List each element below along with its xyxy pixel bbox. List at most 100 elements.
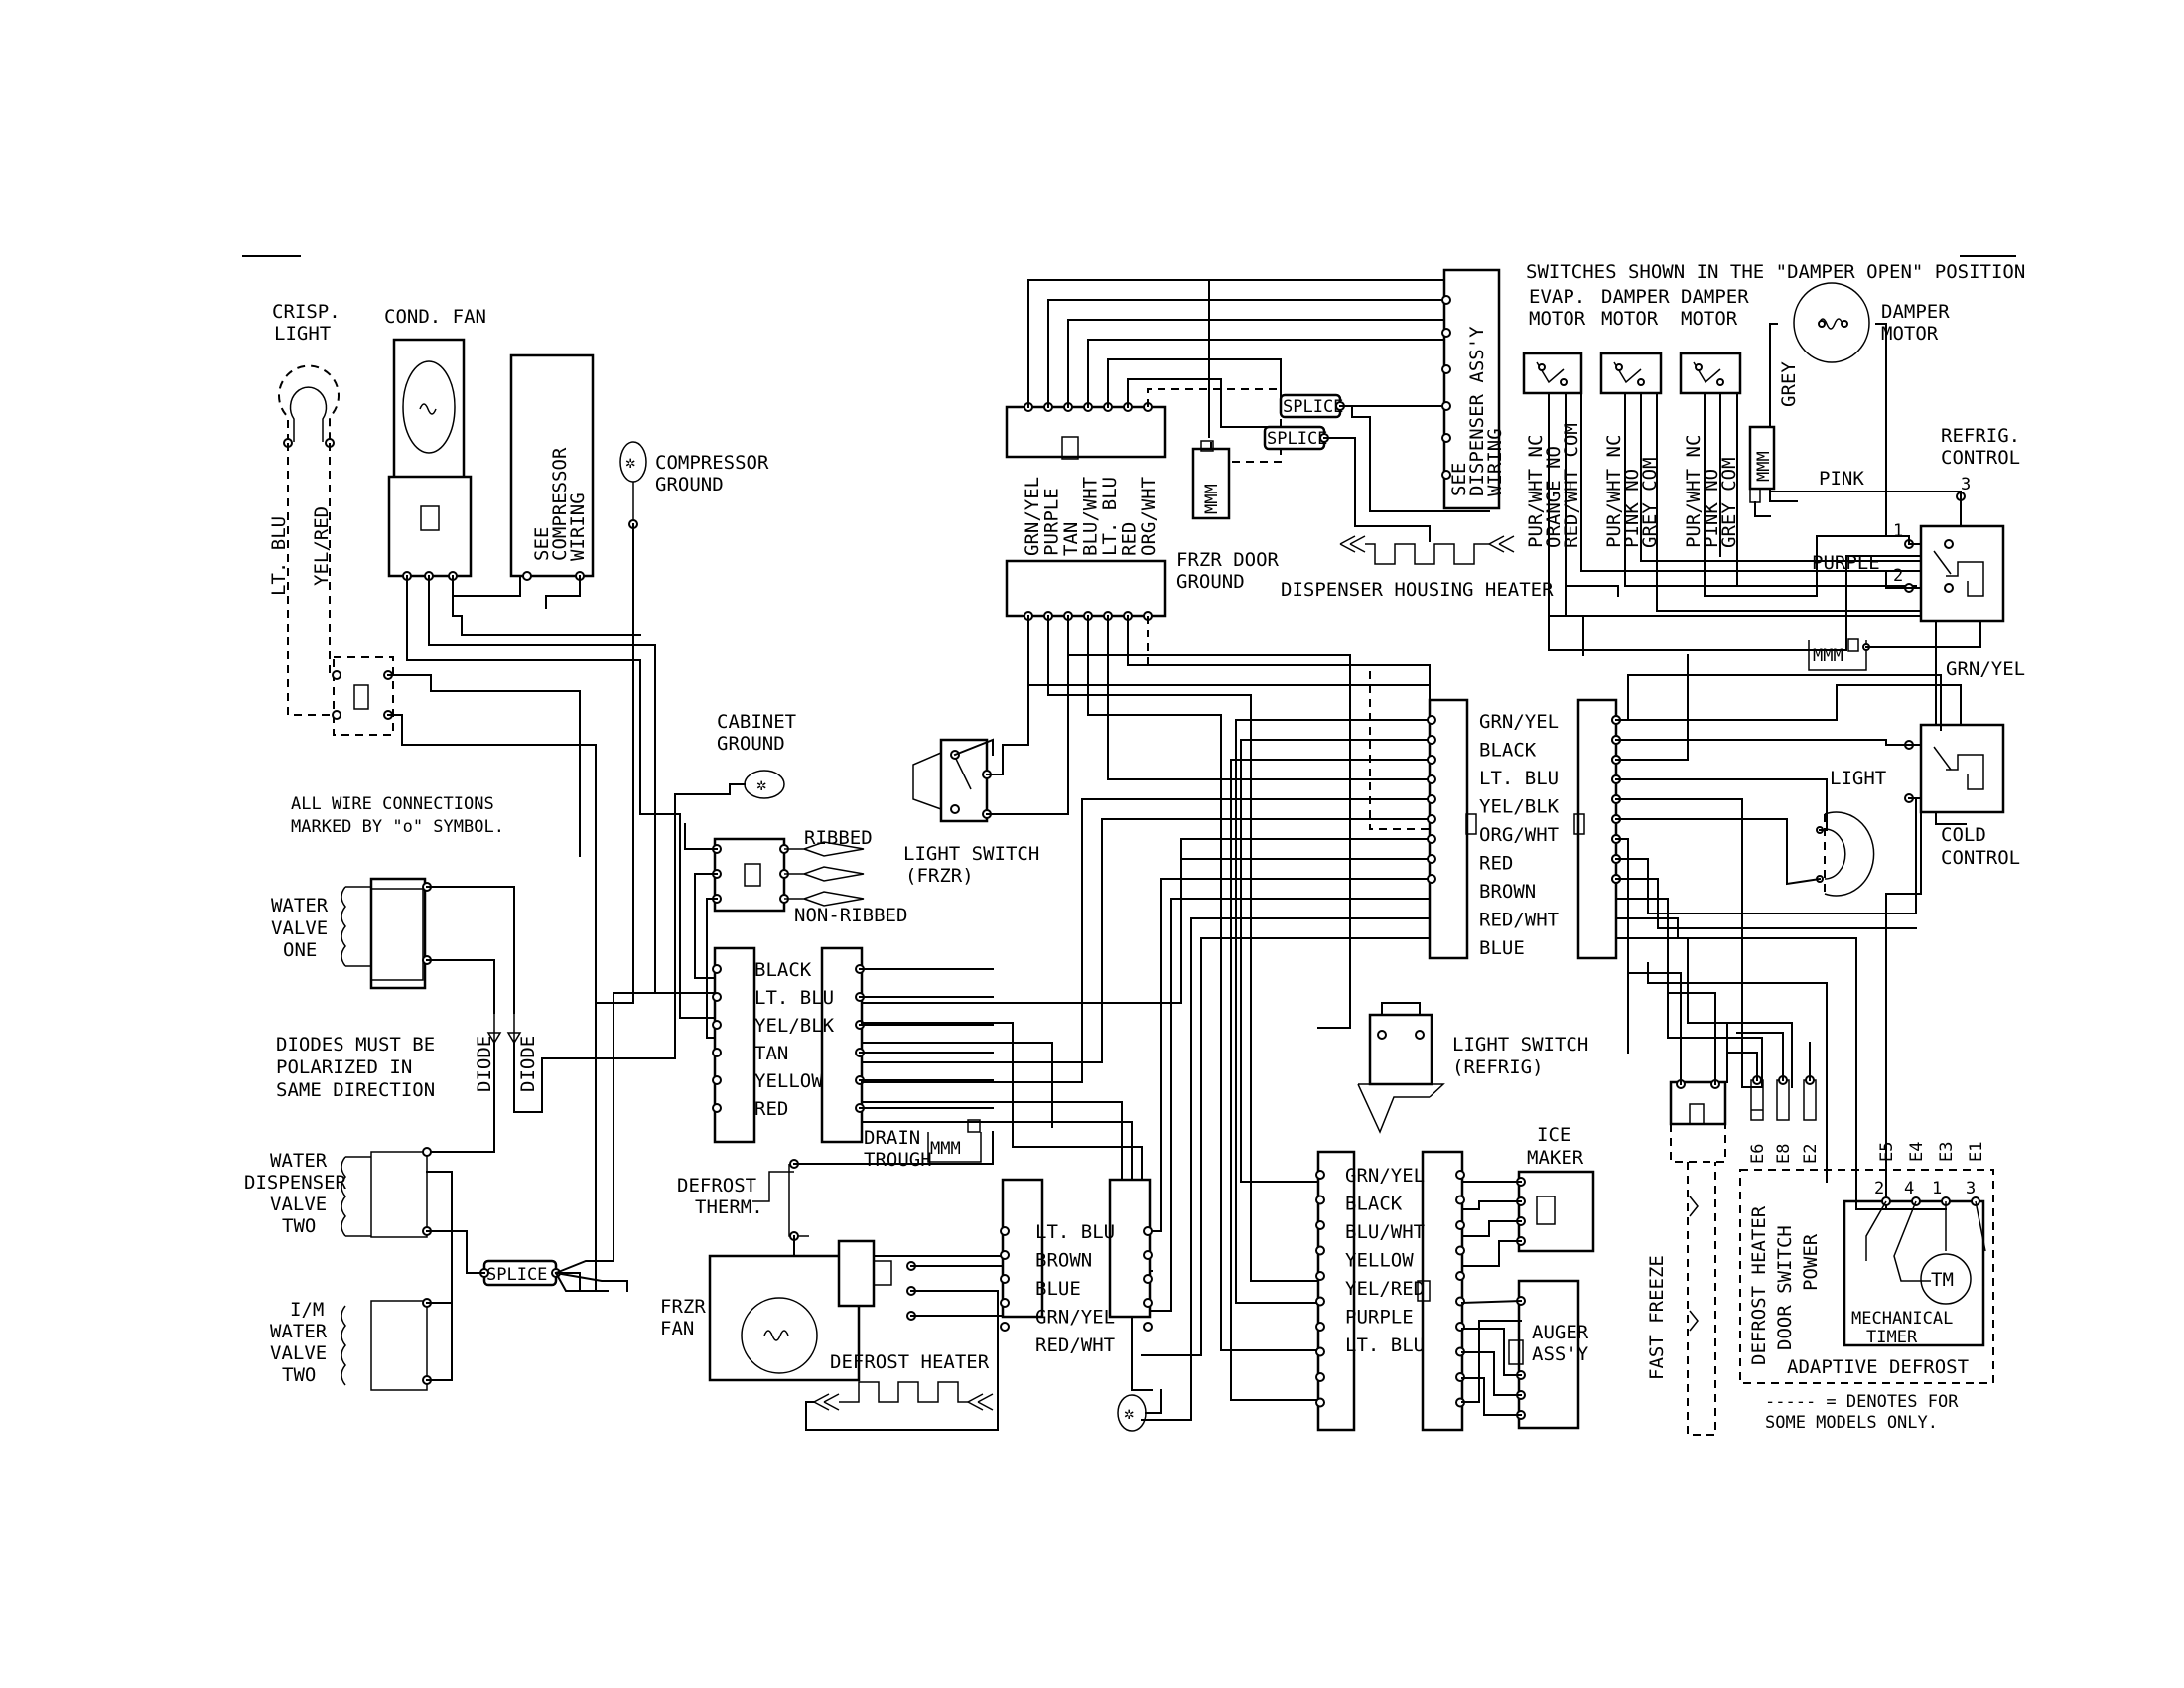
lw-pin-0-2 [1315,1220,1325,1230]
timer-pin-1: 1 [1932,1179,1942,1198]
dispenser-housing-heater: DISPENSER HOUSING HEATER [1281,535,1554,601]
frzr-door-ground-label-2: GROUND [1176,571,1245,593]
defrost-thermostat: DEFROST THERM. [677,1131,1004,1257]
light-switch-frzr-label-1: LIGHT SWITCH [903,843,1039,865]
lw-label-6: LT. BLU [1345,1335,1425,1356]
cabinet-ground-label-1: CABINET [717,711,796,733]
refrig-control-pin-2: 2 [1893,566,1903,586]
valve-one-label-2: VALVE [271,917,328,939]
tc-label-6: ORG/WHT [1138,477,1160,556]
dispenser-valve-label-1: WATER [270,1150,328,1172]
yel-red-wire-label: YEL/RED [311,506,333,586]
cold-mmm-label: MMM [1813,646,1843,666]
timer-pin-2: 2 [1874,1179,1884,1198]
cabinet-ground: CABINET GROUND ✲ [674,711,796,1059]
cold-mmm: MMM [1808,620,1981,671]
drain-trough-label-2: TROUGH [864,1149,932,1171]
compressor-ground-label-1: COMPRESSOR [655,452,769,474]
timer-e1: E1 [1967,1142,1986,1162]
rc-label-7: RED/WHT [1479,910,1559,931]
lw-pin-0-6 [1315,1322,1325,1332]
lw-label-3: YELLOW [1345,1250,1414,1272]
lt-blu-wire-label: LT. BLU [268,516,290,596]
rc-pin-0-1 [1427,735,1436,745]
lw-pin-0-4 [1315,1271,1325,1281]
lw-pin-1-4 [1455,1271,1465,1281]
splice-left: SPLICE [426,992,656,1292]
cold-control-label-2: CONTROL [1941,847,2020,869]
see-dispenser-label-3: WIRING [1484,428,1506,496]
lc-pin-0-3 [712,1048,722,1057]
grn-yel-label: GRN/YEL [1946,658,2025,680]
rc-label-0: GRN/YEL [1479,711,1559,733]
light-label: LIGHT [1830,768,1886,789]
mechanical-timer-label-2: TIMER [1866,1328,1918,1347]
dispenser-valve-label-4: TWO [282,1215,316,1237]
frzr-door-mmm: MMM [1202,484,1222,514]
mc-pin-0-4 [1000,1322,1010,1332]
damper-motor-2: DAMPER MOTOR [1679,286,1749,395]
mc-pin-0-1 [1000,1250,1010,1260]
damper-motor-main-label-1: DAMPER [1881,301,1950,323]
dw2-2: PINK NO [1621,469,1643,548]
see-label: SEE [531,527,553,561]
defrost-heater: DEFROST HEATER [805,1290,999,1431]
compressor-label: COMPRESSOR [549,447,571,561]
denotes-note: ----- = DENOTES FOR SOME MODELS ONLY. [1765,1392,1959,1433]
mc-label-1: BROWN [1035,1250,1092,1272]
im-valve-label-2: WATER [270,1321,328,1342]
note-line-1: ALL WIRE CONNECTIONS [291,794,494,814]
rc-pin-0-6 [1427,834,1436,844]
light-switch-frzr-label-2: (FRZR) [905,865,974,887]
evap-motor: EVAP. MOTOR [1522,286,1586,395]
rc-pin-0-0 [1427,715,1436,725]
timer-e6: E6 [1748,1144,1768,1164]
splice-left-label: SPLICE [486,1265,547,1285]
rc-label-6: BROWN [1479,881,1536,903]
grn-yel-right-label: GRN/YEL [1946,658,2025,680]
middle-wires [861,615,1431,1421]
lc-label-1: LT. BLU [754,987,834,1009]
lc-pin-0-5 [712,1103,722,1113]
light-switch-refrig-label-2: (REFRIG) [1452,1056,1544,1078]
tc-label-2: TAN [1060,522,1082,556]
valve-one-label-1: WATER [271,895,329,916]
im-valve-label-3: VALVE [270,1342,327,1364]
lw-pin-1-1 [1455,1195,1465,1205]
damper-motor-2-label-2: MOTOR [1681,308,1738,330]
diodes-note-2: POLARIZED IN [276,1056,412,1078]
frzr-fan-label-1: FRZR. [660,1296,717,1318]
damper-motor-1-label-1: DAMPER [1601,286,1670,308]
frzr-door-ground: MMM FRZR DOOR GROUND [1176,440,1280,593]
dispenser-assembly-box: SEE DISPENSER ASS'Y WIRING [1441,268,1506,510]
timer-pin-4: 4 [1904,1179,1914,1198]
left-connector-block [712,946,994,1144]
dw1-3: RED/WHT COM [1561,423,1582,548]
see-dispenser-label-2: DISPENSER ASS'Y [1466,326,1488,496]
denotes-note-2: SOME MODELS ONLY. [1765,1413,1938,1433]
tc-label-1: PURPLE [1041,488,1063,556]
damper-motor-2-label-1: DAMPER [1681,286,1749,308]
dw2-3: GREY COM [1639,457,1661,548]
refrig-control-label-1: REFRIG. [1941,425,2020,447]
dispenser-housing-heater-label: DISPENSER HOUSING HEATER [1281,579,1554,601]
diodes-note-3: SAME DIRECTION [276,1079,435,1101]
lower-connector-labels: GRN/YELBLACKBLU/WHTYELLOWYEL/REDPURPLELT… [1345,1165,1425,1356]
cold-control-label-1: COLD [1941,824,1986,846]
diode-label-2: DIODE [517,1036,539,1092]
dispenser-valve-label-3: VALVE [270,1194,327,1215]
light-switch-frzr: LIGHT SWITCH (FRZR) [903,615,1069,887]
rc-pin-0-3 [1427,774,1436,784]
drain-trough: DRAIN TROUGH MMM [864,1119,982,1171]
mc-label-4: RED/WHT [1035,1335,1115,1356]
tc-label-4: LT. BLU [1099,477,1121,556]
lw-label-4: YEL/RED [1345,1278,1425,1300]
ice-maker-label-2: MAKER [1527,1147,1584,1169]
dw3-2: PINK NO [1701,469,1722,548]
timer-e4: E4 [1907,1142,1927,1162]
bottom-ground: ✲ [1117,1389,1162,1432]
frzr-door-ground-label-1: FRZR DOOR [1176,549,1280,571]
drain-trough-label-1: DRAIN [864,1127,920,1149]
